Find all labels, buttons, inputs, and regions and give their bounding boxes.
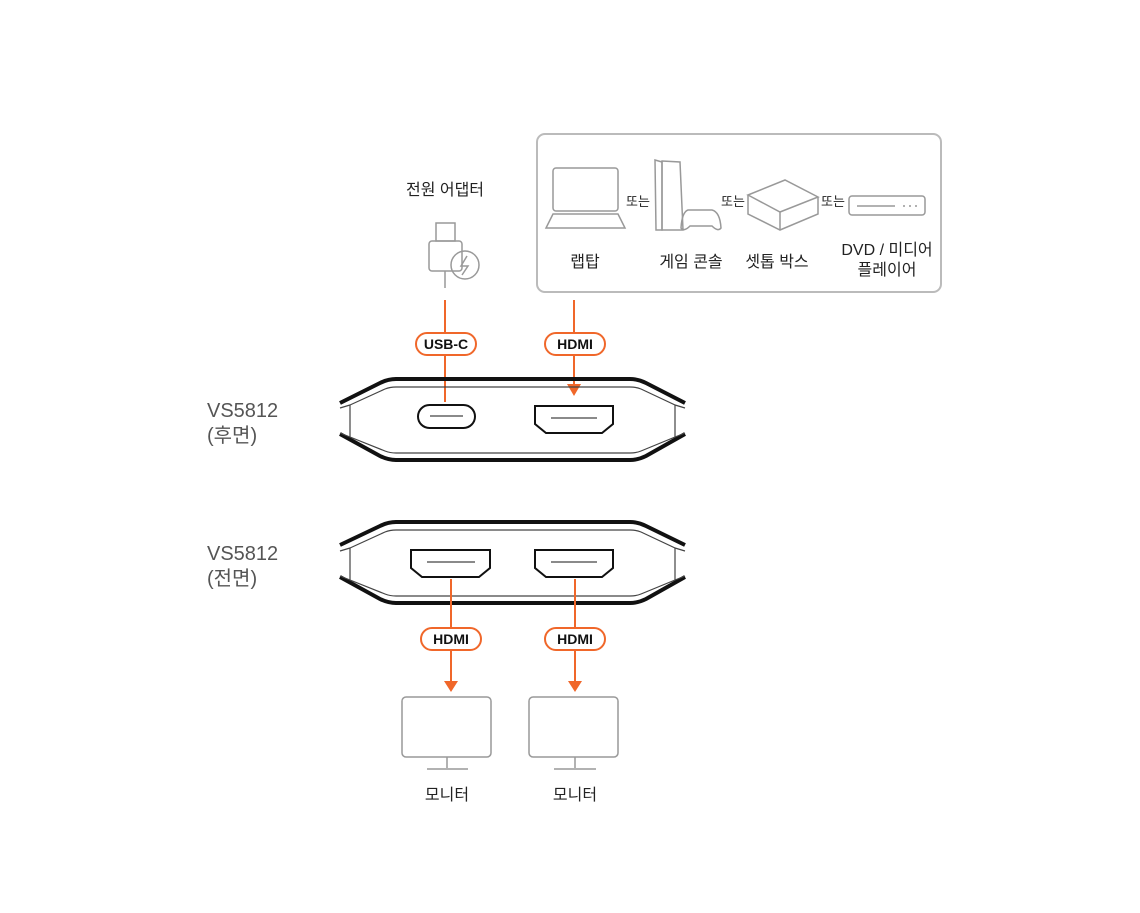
or-label: 또는: [821, 194, 845, 209]
hdmi-out-tag-2-label: HDMI: [557, 631, 593, 647]
monitor-2-label: 모니터: [553, 786, 597, 804]
hdmi-in-port: [534, 405, 614, 434]
monitor-icon: [401, 696, 492, 770]
hdmi-out-tag-1-label: HDMI: [433, 631, 469, 647]
monitor-icon: [528, 696, 619, 770]
device-rear: [339, 377, 686, 462]
usbc-port: [417, 404, 476, 429]
hdmi-in-tag-label: HDMI: [557, 336, 593, 352]
power-adapter-icon: [428, 222, 480, 288]
source-dvd-label-line1: DVD / 미디어: [841, 241, 932, 259]
or-label: 또는: [626, 194, 650, 209]
rear-side-label: (후면): [207, 424, 257, 447]
arrow-down-icon: [568, 681, 582, 692]
usbc-tag-label: USB-C: [424, 336, 468, 352]
hdmi-out-tag-2: [544, 627, 606, 651]
rear-model-label: VS5812: [207, 400, 278, 422]
laptop-icon: [544, 167, 627, 229]
source-settop-label: 셋톱 박스: [745, 253, 808, 271]
arrow-down-icon: [567, 384, 581, 396]
monitor-1-label: 모니터: [425, 786, 469, 804]
set-top-box-icon: [746, 179, 820, 231]
hdmi-in-tag: [544, 332, 606, 356]
source-console-label: 게임 콘솔: [659, 253, 722, 271]
power-adapter-label: 전원 어댑터: [406, 181, 484, 199]
front-model-label: VS5812: [207, 543, 278, 565]
hdmi-out-port-2: [534, 549, 614, 578]
hdmi-out-tag-1: [420, 627, 482, 651]
source-laptop-label: 랩탑: [570, 253, 600, 271]
source-dvd-label-line2: 플레이어: [858, 261, 917, 279]
front-side-label: (전면): [207, 567, 257, 590]
source-devices-box: [536, 133, 942, 293]
device-front: [339, 520, 686, 605]
hdmi-out-port-1: [410, 549, 491, 578]
or-label: 또는: [721, 194, 745, 209]
game-console-icon: [654, 159, 722, 231]
dvd-player-icon: [848, 195, 926, 216]
arrow-down-icon: [444, 681, 458, 692]
usbc-tag: [415, 332, 477, 356]
